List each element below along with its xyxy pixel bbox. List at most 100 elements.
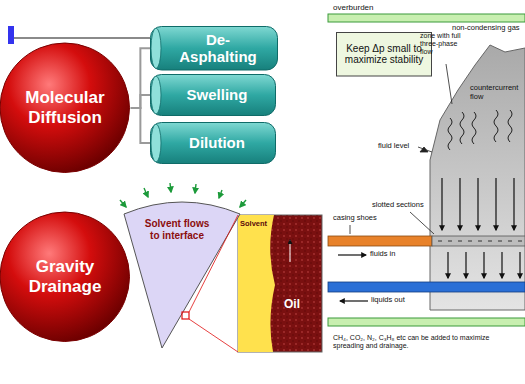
injector-pipe <box>432 236 525 246</box>
drainage-arrow <box>465 252 466 278</box>
mechanism-circle: Molecular Diffusion <box>0 42 131 174</box>
drainage-arrow <box>477 178 478 230</box>
fluid-name: Solvent <box>240 220 274 229</box>
note-box: Keep Δp small to maximize stability <box>336 32 432 77</box>
zone-name: zone with full three-phase flow <box>420 32 466 56</box>
mechanism-circle: Gravity Drainage <box>0 211 131 343</box>
part-name: casing shoes <box>333 214 381 223</box>
countercurrent-squiggles <box>472 112 476 144</box>
interface-inset <box>238 215 275 352</box>
drainage-arrow <box>495 178 496 230</box>
flow-arrows <box>144 188 148 197</box>
interface-inset <box>238 215 322 352</box>
leader-lines <box>410 212 434 234</box>
drainage-arrow <box>459 178 460 230</box>
header-rule <box>8 26 150 44</box>
level-name: fluid level <box>378 142 418 151</box>
effect-box: Swelling <box>150 74 276 116</box>
tube-cap <box>151 28 161 69</box>
pipe-slot <box>448 241 452 242</box>
interface-inset <box>238 215 322 352</box>
flow-name: liquids out <box>371 296 421 305</box>
reservoir-section <box>328 0 525 384</box>
countercurrent-squiggles <box>508 110 512 142</box>
drainage-arrow <box>441 178 442 230</box>
pipe-slot <box>478 241 482 242</box>
cone-label: Solvent flows to interface <box>142 218 212 241</box>
countercurrent-squiggles <box>494 110 498 142</box>
circle-outline <box>0 212 130 342</box>
part-name: slotted sections <box>372 201 428 210</box>
mechanism-name: Gravity Drainage <box>11 257 119 296</box>
pipe-slot <box>518 241 522 242</box>
leader-lines <box>350 225 351 234</box>
tube-outline <box>151 27 278 71</box>
pipe-arrows <box>338 255 368 301</box>
cone-outline <box>124 202 240 348</box>
layer-name: overburden <box>333 3 403 12</box>
drainage-arrow <box>483 252 484 278</box>
drainage-arrow <box>501 252 502 278</box>
solvent-cone: Solvent flows to interface <box>122 190 242 350</box>
effect-name: Swelling <box>187 86 248 103</box>
flow-name: countercurrent flow <box>470 84 524 101</box>
injector-pipe <box>328 236 525 246</box>
zoom-line <box>189 319 238 352</box>
drainage-arrow <box>519 252 520 278</box>
reservoir-section <box>328 14 525 22</box>
interface-inset <box>238 215 322 352</box>
injector-pipe <box>438 241 522 242</box>
producer-pipe <box>328 282 525 292</box>
flow-name: fluids in <box>370 250 418 259</box>
flow-arrows <box>219 190 222 198</box>
bracket-connector <box>131 95 150 108</box>
tube-outline <box>151 75 276 116</box>
pipe-slot <box>438 241 442 242</box>
solvent-cone-shape <box>122 190 242 350</box>
pipe-slot <box>458 241 462 242</box>
reservoir-section <box>328 0 525 384</box>
note-text: Keep Δp small to maximize stability <box>341 43 427 66</box>
drainage-arrows <box>442 178 520 278</box>
bracket-connector <box>131 108 150 143</box>
tube-cap <box>151 124 161 162</box>
fluid-name: Oil <box>284 298 318 312</box>
injector-pipe <box>328 236 432 246</box>
circle-outline <box>0 43 130 173</box>
leader-lines <box>418 147 432 152</box>
pipe-slot <box>498 241 502 242</box>
steam-chamber <box>430 45 525 310</box>
header-rule <box>8 26 14 44</box>
pipe-slot <box>488 241 492 242</box>
steam-chamber <box>430 45 525 310</box>
flow-arrows <box>120 200 126 207</box>
reservoir-section <box>328 318 525 326</box>
drainage-arrow <box>447 252 448 278</box>
countercurrent-squiggles <box>460 112 464 144</box>
countercurrent-squiggles <box>448 110 512 150</box>
effect-name: De- Asphalting <box>166 31 270 66</box>
mechanism-name: Molecular Diffusion <box>11 88 119 127</box>
pipe-arrows <box>340 300 368 301</box>
effect-box: De- Asphalting <box>150 26 278 71</box>
drainage-arrow <box>513 178 514 230</box>
countercurrent-squiggles <box>448 118 452 150</box>
pipe-slot <box>468 241 472 242</box>
tube-outline <box>151 123 276 164</box>
leader-lines <box>446 64 452 104</box>
zone-name: non-condensing gas <box>452 24 524 33</box>
note-outline <box>337 33 432 77</box>
interface-inset <box>290 240 291 262</box>
producer-pipe <box>328 282 525 292</box>
pipe-slot <box>508 241 512 242</box>
flow-arrows <box>240 200 246 207</box>
flow-arrows <box>195 184 196 193</box>
effect-name: Dilution <box>189 134 245 151</box>
flow-arrows <box>170 183 171 192</box>
tube-cap <box>151 76 161 114</box>
leader-lines <box>420 147 428 152</box>
zoom-marker <box>182 312 189 319</box>
header-rule <box>14 37 150 39</box>
